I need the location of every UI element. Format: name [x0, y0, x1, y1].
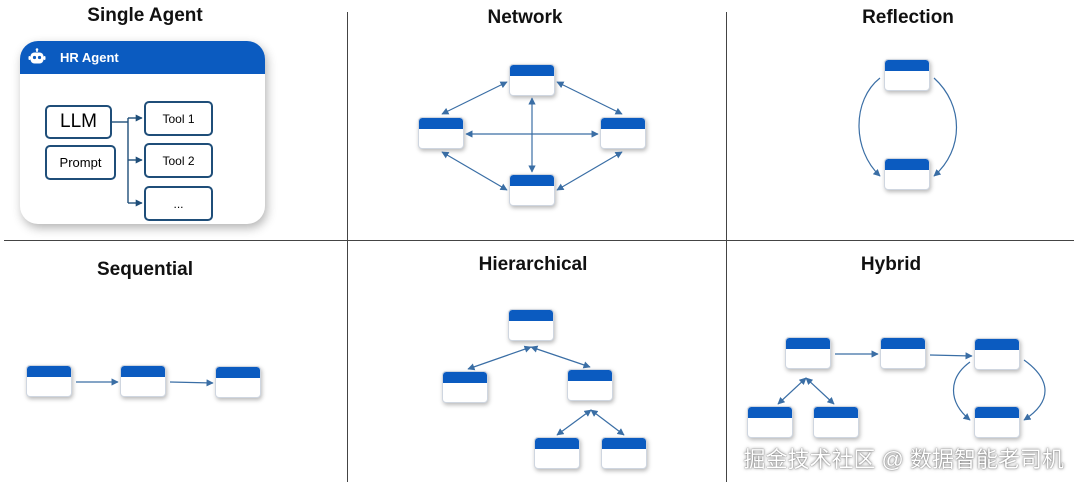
- tool-2-box: Tool 2: [144, 143, 213, 178]
- horizontal-divider: [4, 240, 1074, 241]
- vertical-divider-right: [726, 12, 727, 482]
- single-agent-title: Single Agent: [87, 5, 203, 26]
- sequential-title: Sequential: [96, 259, 194, 280]
- network-node-top: [509, 64, 555, 96]
- robot-icon: [28, 48, 46, 64]
- hierarchical-node-bottom-left: [534, 437, 580, 469]
- hierarchical-node-right: [567, 369, 613, 401]
- network-node-left: [418, 117, 464, 149]
- hybrid-node-3: [974, 338, 1020, 370]
- reflection-node-bottom: [884, 158, 930, 190]
- vertical-divider-left: [347, 12, 348, 482]
- hybrid-node-4: [974, 406, 1020, 438]
- network-title: Network: [487, 7, 563, 28]
- hierarchical-title: Hierarchical: [478, 254, 588, 275]
- hybrid-node-6: [813, 406, 859, 438]
- network-node-bottom: [509, 174, 555, 206]
- prompt-box: Prompt: [45, 145, 116, 180]
- hybrid-title: Hybrid: [860, 254, 922, 275]
- hierarchical-node-left: [442, 371, 488, 403]
- hybrid-node-1: [785, 337, 831, 369]
- sequential-node-2: [120, 365, 166, 397]
- sequential-node-1: [26, 365, 72, 397]
- hr-agent-card: HR Agent LLM Prompt Tool 1 Tool 2 ...: [20, 41, 265, 224]
- reflection-title: Reflection: [862, 7, 954, 28]
- tool-more-box: ...: [144, 186, 213, 221]
- hybrid-node-5: [747, 406, 793, 438]
- reflection-node-top: [884, 59, 930, 91]
- hierarchical-node-root: [508, 309, 554, 341]
- llm-box: LLM: [45, 105, 112, 139]
- agent-card-header: HR Agent: [20, 41, 265, 74]
- agent-name-label: HR Agent: [60, 50, 119, 65]
- watermark-text: 掘金技术社区 @ 数据智能老司机: [743, 447, 1064, 472]
- hierarchical-node-bottom-right: [601, 437, 647, 469]
- hybrid-node-2: [880, 337, 926, 369]
- sequential-node-3: [215, 366, 261, 398]
- tool-1-box: Tool 1: [144, 101, 213, 136]
- network-node-right: [600, 117, 646, 149]
